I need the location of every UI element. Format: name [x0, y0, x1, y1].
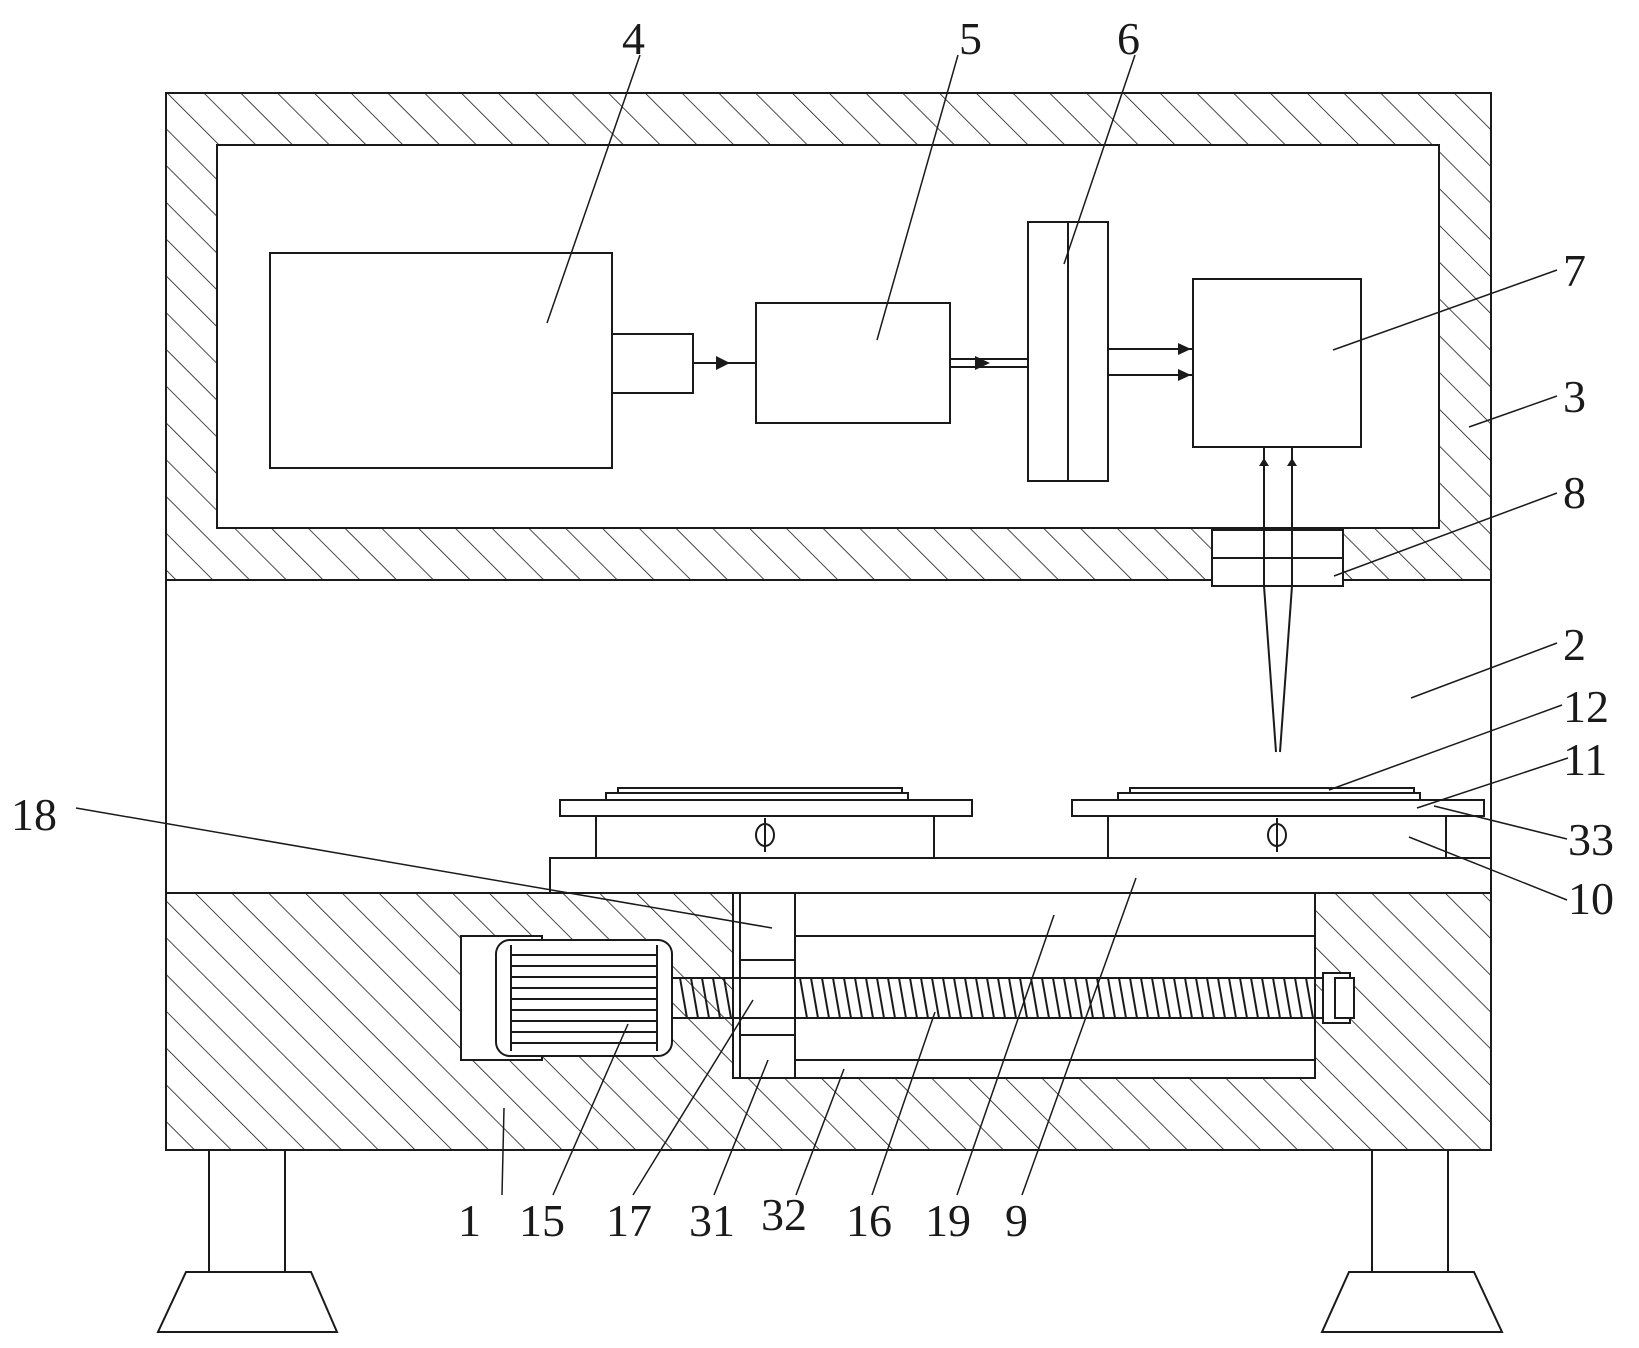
component-8-nozzle [1211, 529, 1344, 753]
screw-thread [723, 977, 732, 1019]
guide-rails [795, 935, 1315, 1061]
screw-thread [1107, 977, 1116, 1019]
component-4-unit [269, 252, 756, 469]
screw-thread [1063, 977, 1072, 1019]
label-31: 31 [689, 1195, 735, 1246]
screw-thread [1250, 977, 1259, 1019]
label-10: 10 [1568, 873, 1614, 924]
screw-thread [1239, 977, 1248, 1019]
screw-thread [942, 977, 951, 1019]
component-7-unit [1192, 278, 1362, 530]
screw-thread [1184, 977, 1193, 1019]
component-5-unit [755, 302, 1028, 424]
lower-base [165, 892, 1492, 1151]
label-6: 6 [1117, 13, 1140, 64]
screw-thread [712, 977, 721, 1019]
label-2: 2 [1563, 619, 1586, 670]
screw-thread [1052, 977, 1061, 1019]
label-12: 12 [1563, 681, 1609, 732]
screw-thread [920, 977, 929, 1019]
screw-thread [1283, 977, 1292, 1019]
screw-thread [1272, 977, 1281, 1019]
slider-block [739, 892, 796, 1079]
screw-thread [821, 977, 830, 1019]
screw-thread [909, 977, 918, 1019]
component-9-plate [549, 857, 1492, 894]
right-fixture [1071, 787, 1485, 859]
screw-thread [1118, 977, 1127, 1019]
screw-thread [1305, 977, 1314, 1019]
screw-thread [843, 977, 852, 1019]
screw-thread [986, 977, 995, 1019]
screw-thread [931, 977, 940, 1019]
label-19: 19 [925, 1195, 971, 1246]
leader-lines [75, 54, 1569, 1196]
label-16: 16 [846, 1195, 892, 1246]
label-17: 17 [606, 1195, 652, 1246]
reference-numerals: 4 5 6 7 3 8 2 12 11 33 10 18 1 15 17 31 … [11, 13, 1614, 1246]
label-18: 18 [11, 789, 57, 840]
screw-thread [1085, 977, 1094, 1019]
screw-thread [1151, 977, 1160, 1019]
label-32: 32 [761, 1189, 807, 1240]
motor-15 [495, 939, 673, 1057]
screw-thread [854, 977, 863, 1019]
label-1: 1 [458, 1195, 481, 1246]
screw-thread [701, 977, 710, 1019]
screw-thread [679, 977, 688, 1019]
right-leg [1320, 1149, 1504, 1333]
label-11: 11 [1563, 734, 1607, 785]
screw-thread [1162, 977, 1171, 1019]
screw-thread [1129, 977, 1138, 1019]
screw-thread [887, 977, 896, 1019]
screw-thread [1074, 977, 1083, 1019]
screw-thread [1206, 977, 1215, 1019]
component-6-plate [1027, 221, 1192, 482]
label-7: 7 [1563, 245, 1586, 296]
screw-thread [1019, 977, 1028, 1019]
label-5: 5 [959, 13, 982, 64]
screw-thread [810, 977, 819, 1019]
screw-thread [1294, 977, 1303, 1019]
screw-thread [832, 977, 841, 1019]
screw-thread [876, 977, 885, 1019]
label-15: 15 [519, 1195, 565, 1246]
label-9: 9 [1005, 1195, 1028, 1246]
screw-thread [953, 977, 962, 1019]
screw-thread [799, 977, 808, 1019]
screw-thread [865, 977, 874, 1019]
label-8: 8 [1563, 467, 1586, 518]
left-fixture [559, 787, 973, 859]
label-33: 33 [1568, 814, 1614, 865]
screw-thread [964, 977, 973, 1019]
screw-thread [1173, 977, 1182, 1019]
screw-thread [997, 977, 1006, 1019]
screw-thread [1041, 977, 1050, 1019]
screw-thread [1195, 977, 1204, 1019]
screw-thread [1217, 977, 1226, 1019]
screw-thread [898, 977, 907, 1019]
label-3: 3 [1563, 371, 1586, 422]
screw-thread [1228, 977, 1237, 1019]
screw-thread [1008, 977, 1017, 1019]
screw-thread [975, 977, 984, 1019]
screw-thread [1140, 977, 1149, 1019]
lead-screw-16 [672, 972, 1355, 1024]
left-leg [156, 1149, 339, 1333]
screw-thread [1030, 977, 1039, 1019]
screw-thread [1261, 977, 1270, 1019]
label-4: 4 [622, 13, 645, 64]
screw-thread [690, 977, 699, 1019]
